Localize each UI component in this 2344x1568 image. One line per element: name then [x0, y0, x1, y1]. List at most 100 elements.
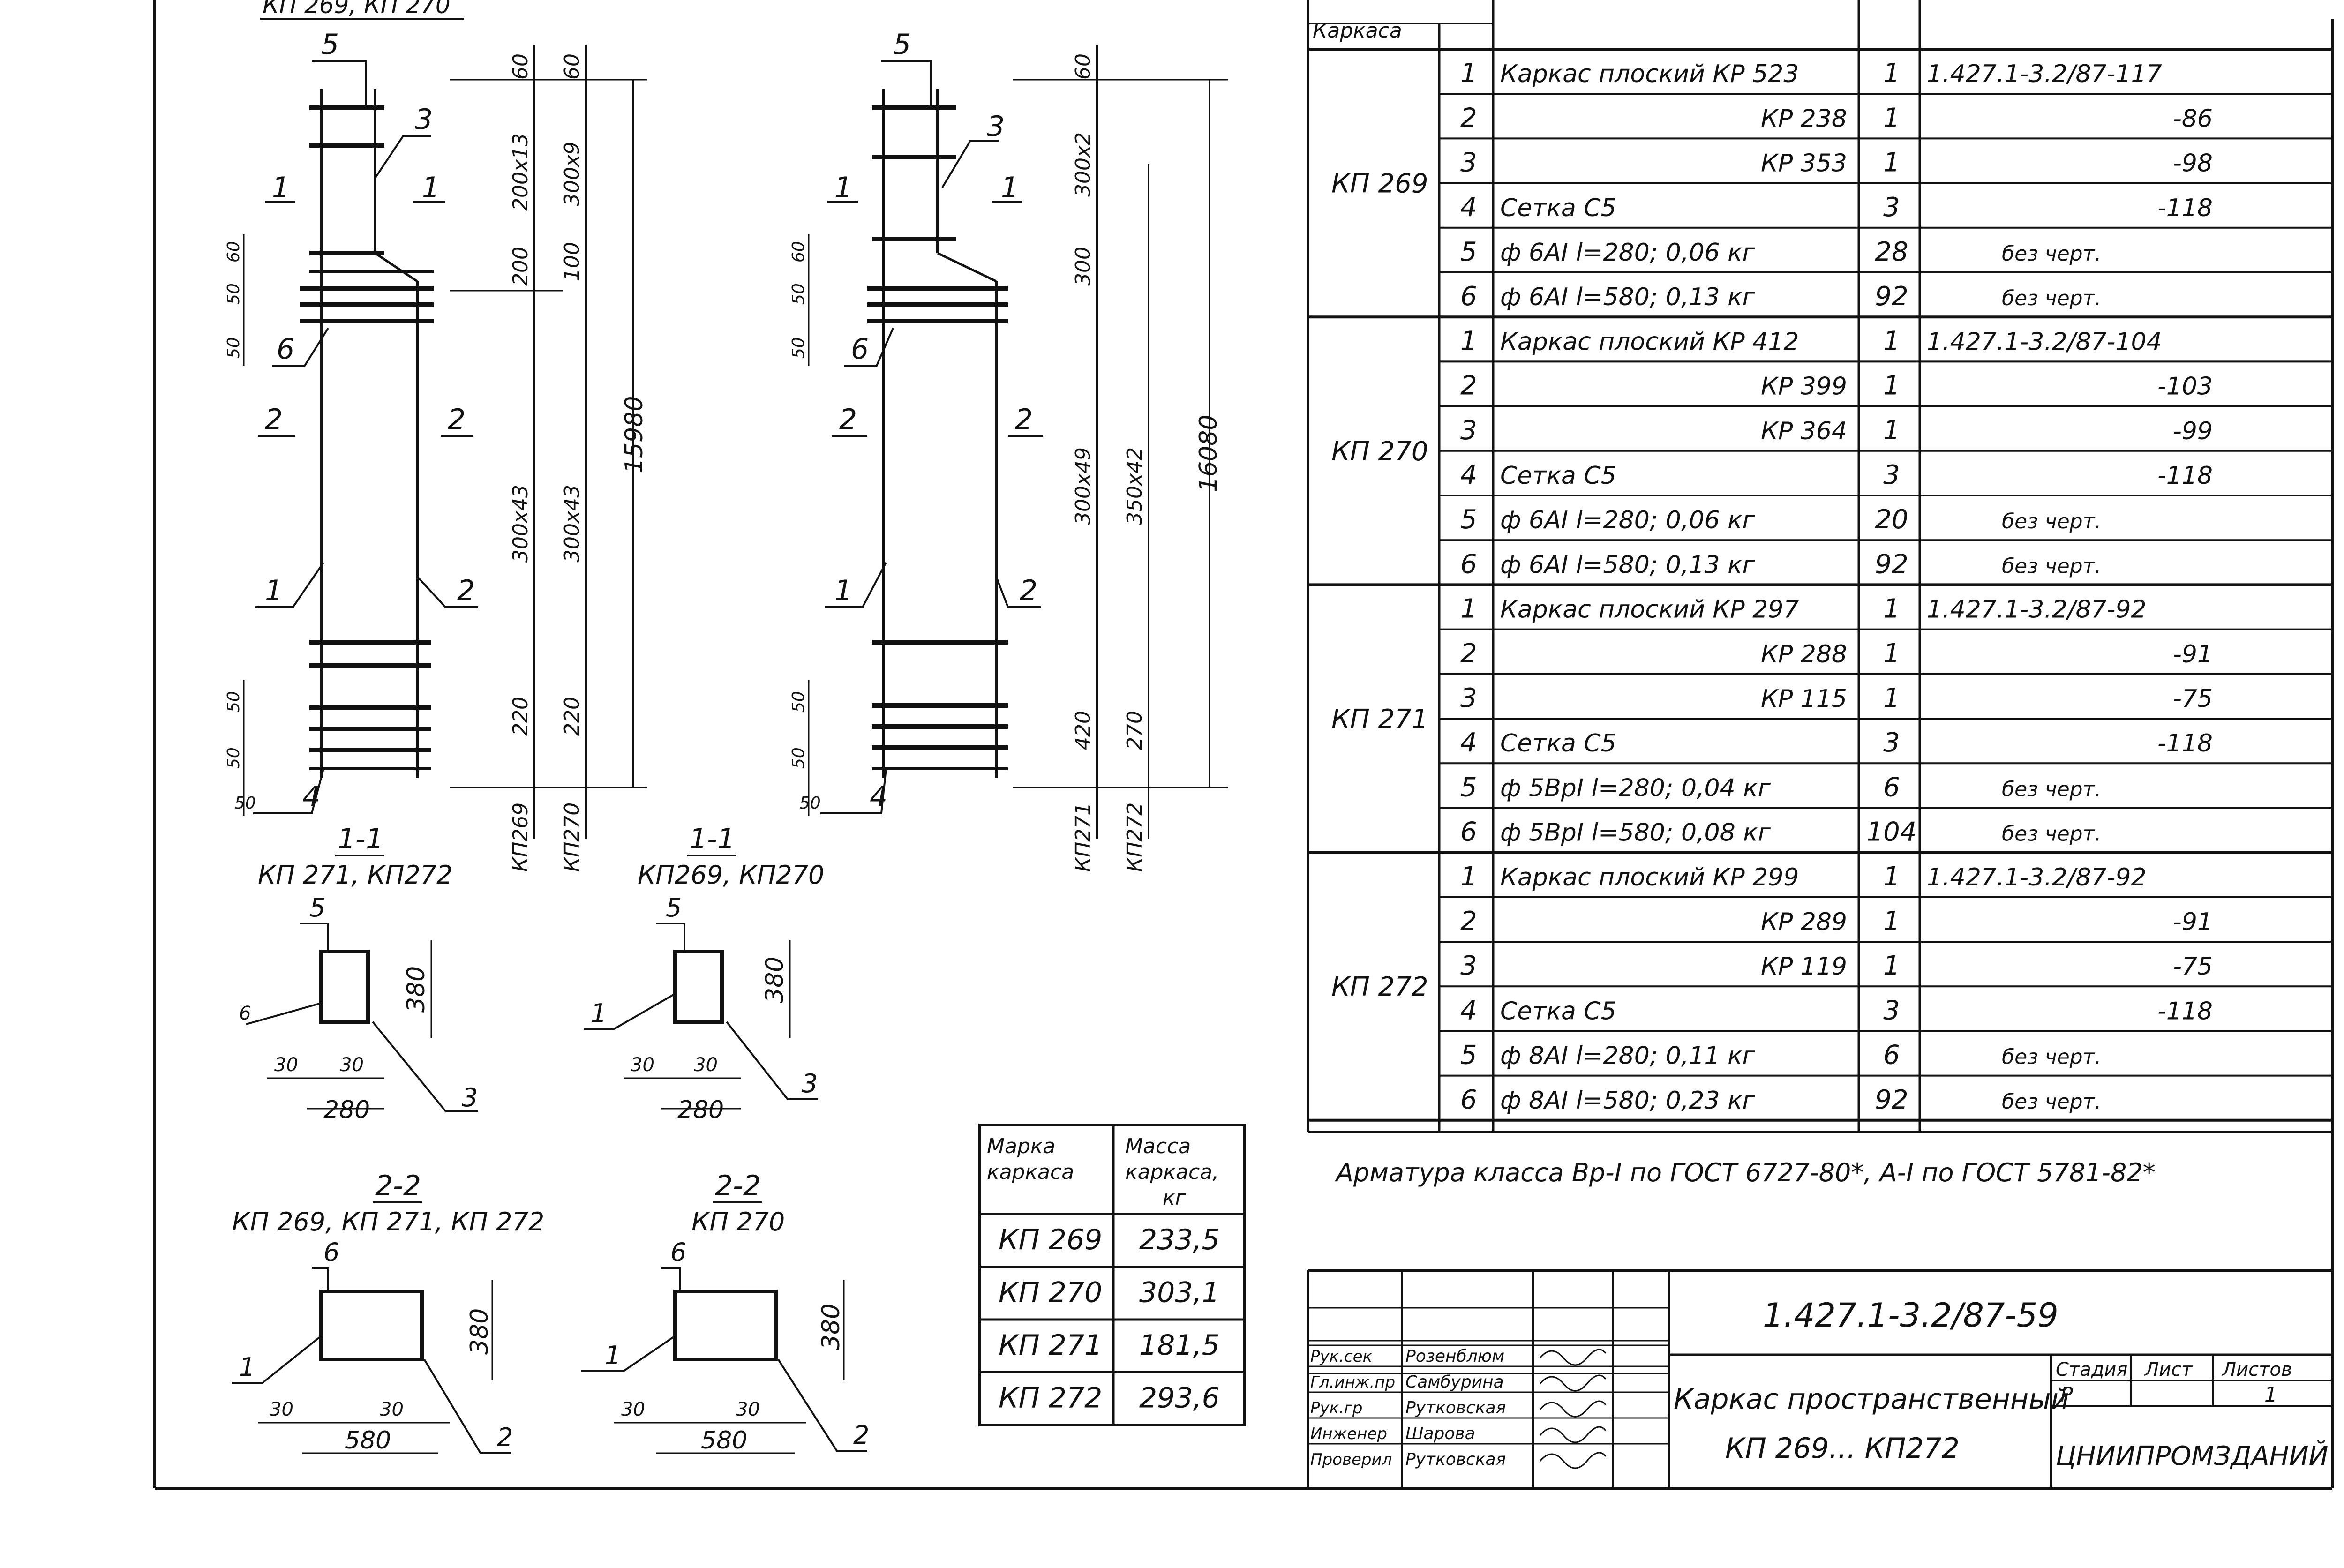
- spec-pos: 3: [1460, 148, 1477, 178]
- spec-name: ф 8АI l=580; 0,23 кг: [1500, 1087, 1756, 1115]
- spec-pos: 5: [1460, 772, 1477, 803]
- svg-text:300: 300: [1071, 247, 1095, 286]
- marker-label: КП272: [1123, 803, 1147, 872]
- svg-text:КП 269, КП 271, КП 272: КП 269, КП 271, КП 272: [232, 1207, 544, 1237]
- spec-doc: -99: [2173, 417, 2213, 445]
- spec-doc: без черт.: [2002, 242, 2101, 266]
- signature: [1539, 1452, 1607, 1469]
- spec-group-mark: КП 269: [1331, 169, 1428, 199]
- svg-text:280: 280: [677, 1096, 724, 1124]
- spec-name: ф 5ВрI l=280; 0,04 кг: [1500, 774, 1771, 802]
- spec-name: Каркас плоский КР 523: [1500, 60, 1799, 88]
- section-2-2-kp269-271-272: 2-2 КП 269, КП 271, КП 272 6 1 2 30 30 5…: [232, 1170, 544, 1455]
- spec-name: КР 364: [1761, 417, 1847, 445]
- spec-pos: 2: [1460, 906, 1477, 937]
- svg-text:50: 50: [789, 747, 808, 769]
- spec-doc: без черт.: [2002, 777, 2101, 801]
- spec-pos: 5: [1460, 504, 1477, 535]
- spec-doc: без черт.: [2002, 1090, 2101, 1114]
- mass-value: 303,1: [1139, 1276, 1220, 1309]
- position-mark: 5: [893, 28, 911, 61]
- spec-doc: -118: [2157, 997, 2213, 1025]
- position-mark: 3: [415, 103, 433, 136]
- svg-text:50: 50: [224, 747, 243, 769]
- position-mark: 6: [851, 333, 869, 366]
- svg-text:3: 3: [462, 1083, 478, 1112]
- spec-pos: 1: [1460, 594, 1477, 624]
- svg-text:30: 30: [631, 1054, 654, 1076]
- position-mark: 1: [265, 574, 283, 607]
- person-role: Рук.сек: [1310, 1347, 1373, 1366]
- svg-text:Масса: Масса: [1125, 1134, 1191, 1158]
- svg-text:60: 60: [789, 241, 808, 263]
- svg-text:220: 220: [509, 697, 533, 736]
- svg-text:КП 270: КП 270: [691, 1207, 785, 1237]
- spec-qty: 92: [1875, 281, 1908, 312]
- position-mark: 3: [987, 110, 1005, 143]
- mass-value: 233,5: [1139, 1223, 1220, 1256]
- signature: [1539, 1426, 1607, 1443]
- svg-text:380: 380: [402, 966, 430, 1013]
- svg-text:1: 1: [2264, 1383, 2277, 1407]
- person-name: Самбурина: [1405, 1373, 1504, 1392]
- svg-text:2: 2: [497, 1423, 513, 1452]
- spec-pos: 5: [1460, 1040, 1477, 1071]
- mass-value: 293,6: [1139, 1382, 1220, 1415]
- svg-text:100: 100: [560, 242, 584, 281]
- spec-doc: 1.427.1-3.2/87-104: [1927, 328, 2162, 356]
- spec-qty: 92: [1875, 549, 1908, 579]
- mass-mark: КП 269: [999, 1223, 1102, 1256]
- position-mark: 4: [302, 780, 320, 813]
- spec-pos: 1: [1460, 58, 1477, 89]
- spec-name: Каркас плоский КР 412: [1500, 328, 1799, 356]
- position-mark: 6: [277, 333, 294, 366]
- spec-doc: -118: [2157, 194, 2213, 222]
- svg-text:220: 220: [560, 697, 584, 736]
- svg-text:50: 50: [789, 691, 808, 713]
- mass-mark: КП 270: [999, 1276, 1102, 1309]
- mass-mark: КП 272: [999, 1382, 1102, 1415]
- svg-text:30: 30: [340, 1054, 364, 1076]
- svg-text:30: 30: [694, 1054, 718, 1076]
- spec-qty: 1: [1883, 415, 1900, 446]
- svg-text:580: 580: [345, 1426, 391, 1455]
- position-mark: 2: [448, 403, 466, 436]
- spec-pos: 6: [1460, 817, 1477, 848]
- svg-text:16080: 16080: [1195, 415, 1223, 492]
- spec-pos: 6: [1460, 1085, 1477, 1115]
- spec-group-mark: КП 270: [1331, 436, 1428, 467]
- svg-text:200x13: 200x13: [509, 133, 533, 211]
- position-mark: 1: [272, 171, 290, 204]
- person-role: Проверил: [1310, 1450, 1392, 1469]
- spec-qty: 28: [1875, 237, 1908, 267]
- position-mark: 1: [1001, 171, 1019, 204]
- svg-text:60: 60: [224, 241, 243, 263]
- spec-doc: -118: [2157, 729, 2213, 758]
- svg-text:200: 200: [509, 247, 533, 286]
- person-role: Гл.инж.пр: [1310, 1373, 1395, 1392]
- svg-text:50: 50: [789, 283, 808, 305]
- spec-name: КР 353: [1761, 150, 1847, 178]
- spec-pos: 3: [1460, 951, 1477, 981]
- spec-doc: без черт.: [2002, 822, 2101, 846]
- spec-name: КР 399: [1761, 373, 1847, 401]
- spec-qty: 3: [1883, 995, 1900, 1026]
- svg-text:300x2: 300x2: [1071, 132, 1095, 197]
- spec-doc: -98: [2173, 150, 2213, 178]
- svg-text:60: 60: [1071, 53, 1095, 80]
- svg-text:30: 30: [621, 1399, 645, 1420]
- spec-name: ф 6АI l=280; 0,06 кг: [1500, 239, 1756, 267]
- svg-text:50: 50: [789, 337, 808, 359]
- spec-pos: 1: [1460, 862, 1477, 892]
- spec-doc: без черт.: [2002, 1045, 2101, 1069]
- spec-doc: -103: [2157, 373, 2213, 401]
- svg-text:50: 50: [224, 691, 243, 713]
- spec-qty: 1: [1883, 148, 1900, 178]
- spec-qty: 1: [1883, 326, 1900, 356]
- svg-text:280: 280: [323, 1096, 370, 1124]
- svg-text:580: 580: [701, 1426, 747, 1455]
- svg-text:2: 2: [853, 1420, 869, 1450]
